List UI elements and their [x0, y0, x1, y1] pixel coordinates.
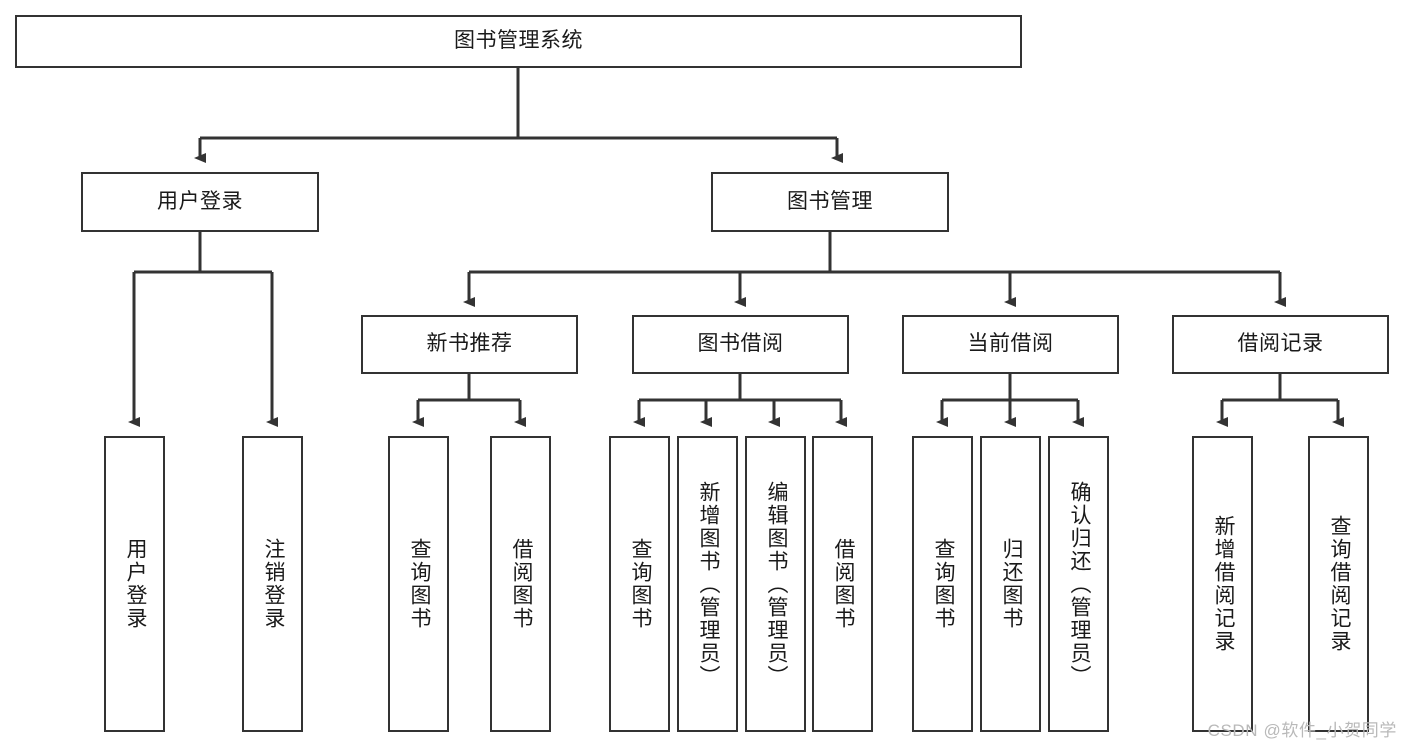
node-leaf-borrow-book-2[interactable]: 借阅图书: [812, 436, 873, 732]
node-leaf-return-book-label: 归还图书: [999, 538, 1023, 630]
node-book-management-label: 图书管理: [787, 189, 873, 213]
node-root[interactable]: 图书管理系统: [15, 15, 1022, 68]
node-book-borrow[interactable]: 图书借阅: [632, 315, 849, 374]
node-leaf-user-login[interactable]: 用户登录: [104, 436, 165, 732]
node-leaf-user-login-label: 用户登录: [123, 538, 147, 630]
node-leaf-query-book-3[interactable]: 查询图书: [912, 436, 973, 732]
node-borrow-record[interactable]: 借阅记录: [1172, 315, 1389, 374]
node-new-book-recommend-label: 新书推荐: [426, 332, 513, 356]
node-current-borrow-label: 当前借阅: [967, 332, 1054, 356]
node-leaf-borrow-book-1-label: 借阅图书: [509, 538, 533, 630]
node-leaf-query-book-3-label: 查询图书: [931, 538, 955, 630]
node-leaf-borrow-book-1[interactable]: 借阅图书: [490, 436, 551, 732]
node-leaf-add-record[interactable]: 新增借阅记录: [1192, 436, 1253, 732]
node-current-borrow[interactable]: 当前借阅: [902, 315, 1119, 374]
node-leaf-add-book[interactable]: 新增图书（管理员）: [677, 436, 738, 732]
node-leaf-query-book-1-label: 查询图书: [407, 538, 431, 630]
node-leaf-borrow-book-2-label: 借阅图书: [831, 538, 855, 630]
node-leaf-return-book[interactable]: 归还图书: [980, 436, 1041, 732]
node-leaf-query-book-1[interactable]: 查询图书: [388, 436, 449, 732]
node-leaf-confirm-return[interactable]: 确认归还（管理员）: [1048, 436, 1109, 732]
node-leaf-logout-login[interactable]: 注销登录: [242, 436, 303, 732]
csdn-watermark: CSDN @软件_小贺同学: [1207, 721, 1397, 740]
node-leaf-query-book-2[interactable]: 查询图书: [609, 436, 670, 732]
node-leaf-logout-login-label: 注销登录: [261, 538, 285, 630]
node-root-label: 图书管理系统: [454, 29, 583, 53]
node-leaf-add-record-label: 新增借阅记录: [1211, 515, 1235, 653]
node-leaf-confirm-return-label: 确认归还（管理员）: [1067, 480, 1091, 688]
node-book-borrow-label: 图书借阅: [697, 332, 784, 356]
node-borrow-record-label: 借阅记录: [1237, 332, 1324, 356]
node-leaf-edit-book[interactable]: 编辑图书（管理员）: [745, 436, 806, 732]
node-leaf-edit-book-label: 编辑图书（管理员）: [764, 480, 788, 688]
node-user-login[interactable]: 用户登录: [81, 172, 319, 232]
node-new-book-recommend[interactable]: 新书推荐: [361, 315, 578, 374]
node-leaf-add-book-label: 新增图书（管理员）: [696, 480, 720, 688]
node-book-management[interactable]: 图书管理: [711, 172, 949, 232]
node-leaf-query-book-2-label: 查询图书: [628, 538, 652, 630]
node-user-login-label: 用户登录: [157, 189, 243, 213]
node-leaf-query-record[interactable]: 查询借阅记录: [1308, 436, 1369, 732]
node-leaf-query-record-label: 查询借阅记录: [1327, 515, 1351, 653]
